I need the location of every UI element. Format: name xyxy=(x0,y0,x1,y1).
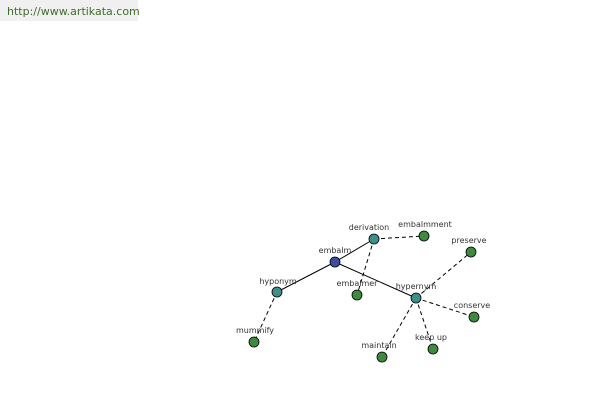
node-conserve-label[interactable]: conserve xyxy=(454,301,490,310)
edge-derivation-embalmer xyxy=(356,238,375,296)
node-conserve[interactable]: conserve xyxy=(454,301,490,323)
edge-embalm-hyponym xyxy=(276,261,336,293)
node-hypernym-dot[interactable] xyxy=(410,292,422,304)
node-embalmment[interactable]: embalmment xyxy=(398,220,452,242)
edge-derivation-embalmment xyxy=(373,235,425,240)
edge-embalm-derivation xyxy=(334,238,375,263)
node-preserve-dot[interactable] xyxy=(465,246,477,258)
edge-hypernym-conserve xyxy=(415,297,475,318)
site-url-link[interactable]: http://www.artikata.com xyxy=(7,5,140,18)
url-banner: http://www.artikata.com xyxy=(0,0,140,21)
node-embalm-dot[interactable] xyxy=(329,256,341,268)
node-keep-up-dot[interactable] xyxy=(427,343,439,355)
node-hyponym[interactable]: hyponym xyxy=(259,277,297,298)
edge-hypernym-preserve xyxy=(415,251,472,299)
node-embalmment-dot[interactable] xyxy=(418,230,430,242)
node-keep-up-label[interactable]: keep up xyxy=(415,333,447,342)
node-keep-up[interactable]: keep up xyxy=(415,333,447,355)
node-embalm[interactable]: embalm xyxy=(319,246,352,268)
node-embalm-label[interactable]: embalm xyxy=(319,246,352,255)
node-hyponym-label[interactable]: hyponym xyxy=(259,277,297,286)
node-embalmer[interactable]: embalmer xyxy=(337,279,379,301)
node-preserve-label[interactable]: preserve xyxy=(451,236,486,245)
node-maintain-dot[interactable] xyxy=(376,351,388,363)
edge-hyponym-mummify xyxy=(253,291,278,343)
node-mummify-label[interactable]: mummify xyxy=(236,326,274,335)
node-derivation-label[interactable]: derivation xyxy=(349,223,389,232)
edge-hypernym-keep-up xyxy=(415,297,434,350)
node-mummify-dot[interactable] xyxy=(248,336,260,348)
node-derivation-dot[interactable] xyxy=(368,233,380,245)
node-mummify[interactable]: mummify xyxy=(236,326,274,348)
node-hyponym-dot[interactable] xyxy=(271,286,283,298)
node-hypernym[interactable]: hypernym xyxy=(396,282,437,304)
node-derivation[interactable]: derivation xyxy=(349,223,389,245)
node-conserve-dot[interactable] xyxy=(468,311,480,323)
node-preserve[interactable]: preserve xyxy=(451,236,487,258)
node-embalmer-label[interactable]: embalmer xyxy=(337,279,379,288)
node-embalmment-label[interactable]: embalmment xyxy=(398,220,452,229)
node-hypernym-label[interactable]: hypernym xyxy=(396,282,437,291)
node-maintain-label[interactable]: maintain xyxy=(361,341,396,350)
node-embalmer-dot[interactable] xyxy=(351,289,363,301)
edge-embalm-hypernym xyxy=(334,261,417,299)
node-maintain[interactable]: maintain xyxy=(361,341,397,363)
edge-hypernym-maintain xyxy=(381,297,417,358)
